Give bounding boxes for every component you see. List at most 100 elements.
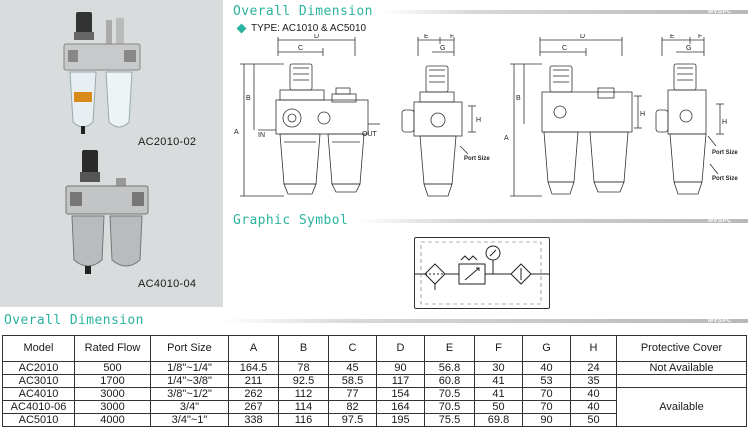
table-cell: 112 — [278, 387, 329, 401]
dimension-table: Model Rated Flow Port Size A B C D E F G… — [2, 335, 747, 427]
brand-tag: MVSPC — [708, 9, 732, 15]
ac4010-product-image — [65, 150, 149, 274]
column-header: H — [570, 335, 617, 362]
table-cell: 69.8 — [474, 413, 523, 427]
dim-label-f: F — [698, 34, 702, 40]
table-cell: 60.8 — [424, 374, 475, 388]
table-cell: 40 — [570, 387, 617, 401]
table-cell: AC2010 — [2, 361, 75, 375]
type-line: TYPE: AC1010 & AC5010 — [236, 23, 367, 34]
table-cell: 3000 — [74, 387, 151, 401]
table-cell: 50 — [474, 400, 523, 414]
table-cell: AC5010 — [2, 413, 75, 427]
right-side-view-drawing: E F G H Port Size Port Size — [655, 34, 738, 195]
port-size-label: Port Size — [464, 156, 490, 162]
dim-label-c: C — [298, 45, 303, 52]
rear-view-drawing: D C A B H — [504, 34, 645, 197]
side-view-drawing: E F G H Port Size — [401, 34, 490, 197]
brand-tag: MVSPC — [708, 318, 732, 324]
diamond-bullet-icon — [236, 23, 247, 34]
table-cell: 211 — [228, 374, 279, 388]
table-cell: 30 — [474, 361, 523, 375]
dim-label-a: A — [504, 135, 509, 142]
table-row: AC4010 3000 3/8"~1/2" 262 112 77 154 70.… — [2, 387, 747, 427]
table-row: AC4010-06 3000 3/4" 267 114 82 164 70.5 … — [2, 400, 747, 414]
dim-label-h: H — [722, 119, 727, 126]
column-header: G — [522, 335, 571, 362]
dim-label-g: G — [440, 45, 445, 52]
table-cell: 70.5 — [424, 400, 475, 414]
type-text: TYPE: AC1010 & AC5010 — [251, 23, 367, 34]
column-header: B — [278, 335, 329, 362]
table-cell: 195 — [376, 413, 425, 427]
dim-label-e: E — [424, 34, 429, 40]
dim-label-e: E — [670, 34, 675, 40]
column-header: Protective Cover — [616, 335, 747, 362]
table-cell: 1/4"~3/8" — [150, 374, 229, 388]
table-cell: 77 — [328, 387, 377, 401]
in-label: IN — [258, 132, 265, 139]
heading-divider — [380, 10, 748, 14]
table-cell: 1/8"~1/4" — [150, 361, 229, 375]
table-cell: 154 — [376, 387, 425, 401]
table-cell: AC4010-06 — [2, 400, 75, 414]
table-cell: 35 — [570, 374, 617, 388]
product-caption: AC4010-04 — [138, 278, 197, 290]
dim-label-h: H — [640, 111, 645, 118]
table-cell: 50 — [570, 413, 617, 427]
table-cell: 114 — [278, 400, 329, 414]
table-row: AC5010 4000 3/4"~1" 338 116 97.5 195 75.… — [2, 413, 747, 427]
table-cell: 82 — [328, 400, 377, 414]
dim-label-f: F — [450, 34, 454, 40]
table-cell: 70.5 — [424, 387, 475, 401]
column-header: D — [376, 335, 425, 362]
table-cell: AC4010 — [2, 387, 75, 401]
dim-label-b: B — [516, 95, 521, 102]
heading-divider — [356, 219, 748, 223]
column-header: Rated Flow — [74, 335, 151, 362]
table-header-row: Model Rated Flow Port Size A B C D E F G… — [2, 335, 747, 362]
dim-label-c: C — [562, 45, 567, 52]
table-cell: 40 — [570, 400, 617, 414]
product-caption: AC2010-02 — [138, 136, 197, 148]
overall-dimension-table-heading: Overall Dimension — [4, 313, 144, 328]
table-cell: 117 — [376, 374, 425, 388]
dim-label-g: G — [686, 45, 691, 52]
graphic-symbol-box — [414, 237, 550, 309]
table-row: AC3010 1700 1/4"~3/8" 211 92.5 58.5 117 … — [2, 374, 747, 388]
dim-label-d: D — [314, 34, 319, 40]
table-cell: 3000 — [74, 400, 151, 414]
protective-cover-cell: Available — [616, 387, 747, 427]
overall-dimension-heading: Overall Dimension — [233, 4, 373, 19]
table-cell: 40 — [522, 361, 571, 375]
port-size-label: Port Size — [712, 176, 738, 182]
table-cell: 1700 — [74, 374, 151, 388]
table-cell: 41 — [474, 374, 523, 388]
product-photo-panel: AC2010-02 AC4010-04 — [0, 0, 223, 307]
table-cell: 70 — [522, 400, 571, 414]
frl-symbol-icon — [415, 241, 549, 305]
table-cell: 262 — [228, 387, 279, 401]
heading-divider — [222, 319, 748, 323]
graphic-symbol-heading: Graphic Symbol — [233, 213, 349, 228]
ac2010-product-image — [63, 12, 141, 134]
table-cell: 97.5 — [328, 413, 377, 427]
column-header: Model — [2, 335, 75, 362]
front-view-drawing: D C A B IN OUT — [234, 34, 380, 197]
table-cell: 58.5 — [328, 374, 377, 388]
table-row: AC2010 500 1/8"~1/4" 164.5 78 45 90 56.8… — [2, 361, 747, 375]
table-cell: 338 — [228, 413, 279, 427]
table-cell: 164.5 — [228, 361, 279, 375]
table-cell: 90 — [376, 361, 425, 375]
table-cell: 164 — [376, 400, 425, 414]
brand-tag: MVSPC — [708, 218, 732, 224]
port-size-label: Port Size — [712, 150, 738, 156]
out-label: OUT — [362, 131, 378, 138]
table-cell: 56.8 — [424, 361, 475, 375]
table-cell: 75.5 — [424, 413, 475, 427]
table-cell: 4000 — [74, 413, 151, 427]
table-cell: 92.5 — [278, 374, 329, 388]
table-cell: 70 — [522, 387, 571, 401]
table-cell: 500 — [74, 361, 151, 375]
table-cell: 24 — [570, 361, 617, 375]
